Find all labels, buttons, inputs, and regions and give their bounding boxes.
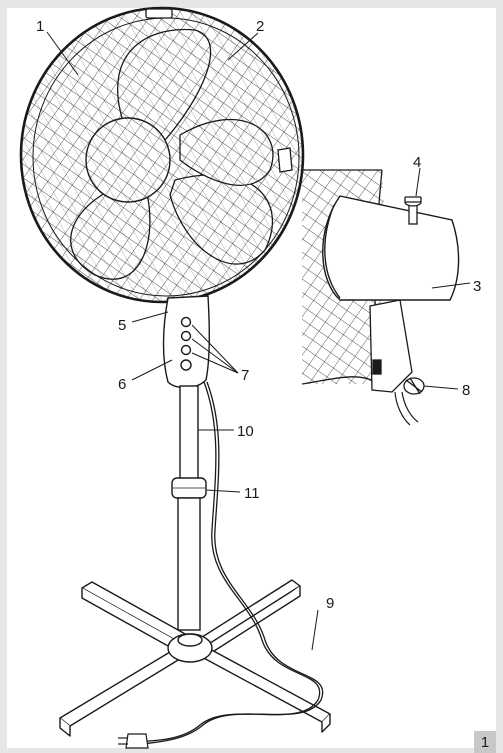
motor-housing <box>322 195 460 301</box>
telescopic-pole <box>171 385 207 631</box>
power-cord <box>118 381 324 749</box>
callout-7: 7 <box>241 367 249 384</box>
callout-2: 2 <box>256 18 264 35</box>
off-button[interactable] <box>180 359 192 371</box>
speed-button-2[interactable] <box>180 330 192 342</box>
oscillation-knob[interactable] <box>404 196 422 225</box>
callout-11: 11 <box>244 485 260 502</box>
speed-button-1[interactable] <box>180 316 192 328</box>
speed-button-3[interactable] <box>180 344 192 356</box>
callout-5: 5 <box>118 317 126 334</box>
detail-inset <box>301 169 460 426</box>
tilt-knob[interactable] <box>403 377 425 395</box>
callout-10: 10 <box>237 423 254 440</box>
cross-base <box>59 579 331 737</box>
guard-rim <box>19 6 305 304</box>
callout-1: 1 <box>36 18 44 35</box>
fan-head <box>19 6 305 304</box>
tilt-joint <box>369 299 413 393</box>
control-housing <box>162 295 211 389</box>
callout-9: 9 <box>326 595 334 612</box>
plug <box>118 733 149 749</box>
callout-6: 6 <box>118 376 126 393</box>
callout-4: 4 <box>413 154 421 171</box>
callout-8: 8 <box>462 382 470 399</box>
callouts: 1 2 3 4 5 6 7 8 9 10 11 <box>36 18 481 612</box>
figure-number-badge: 1 <box>474 731 496 753</box>
leader-lines <box>46 31 471 651</box>
callout-3: 3 <box>473 278 481 295</box>
